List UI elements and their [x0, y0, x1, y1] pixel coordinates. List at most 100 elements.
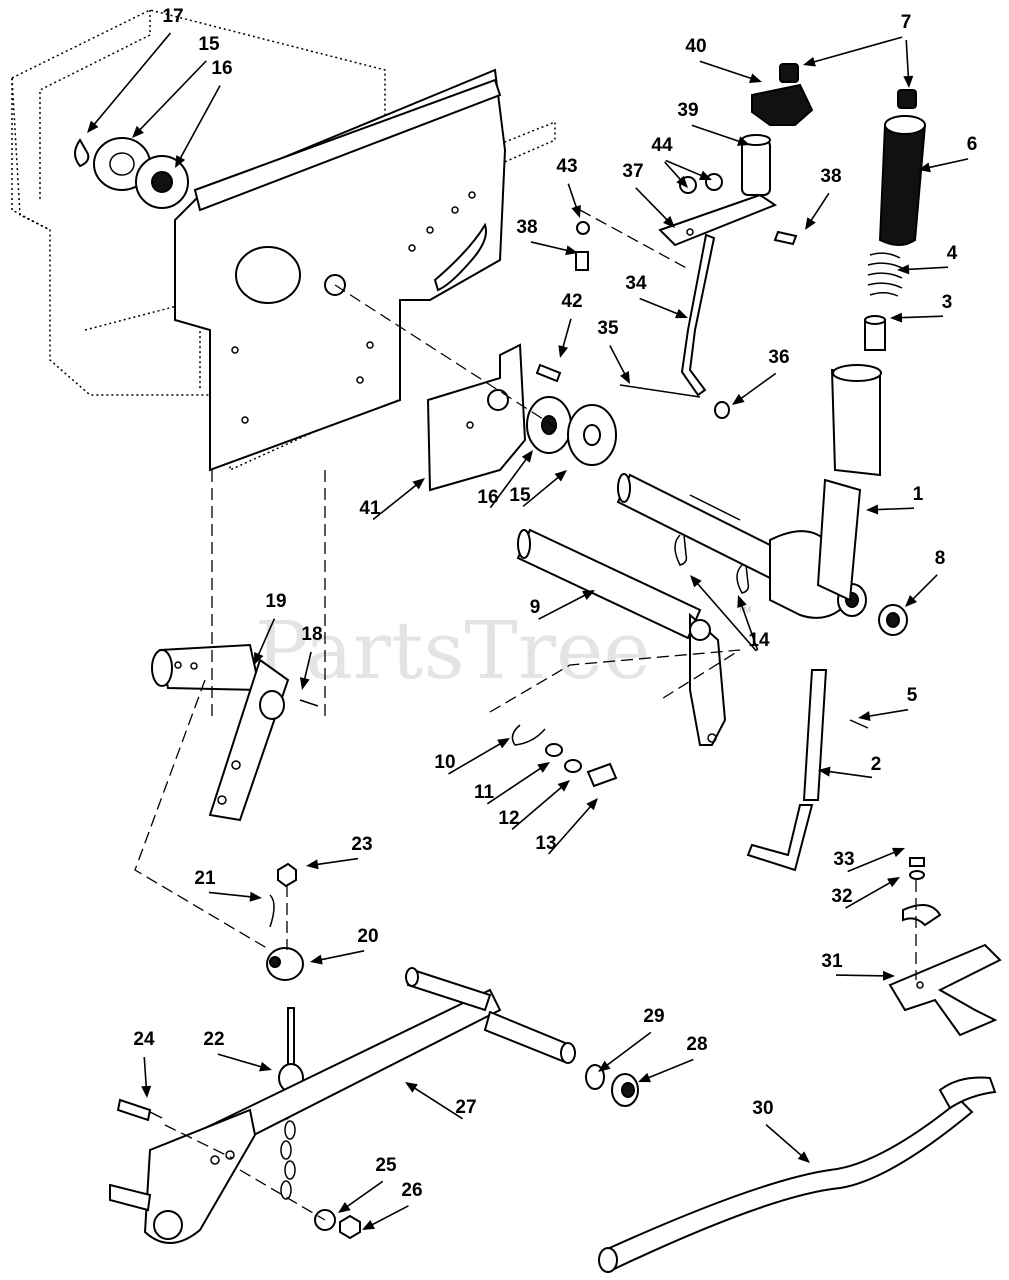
arrowhead [918, 162, 931, 173]
callout-c44b [665, 159, 712, 180]
callout-label: 12 [498, 808, 519, 829]
callout-label: 21 [194, 868, 216, 889]
leader-line [448, 740, 506, 775]
callout-label: 37 [622, 161, 643, 182]
arrowhead [737, 136, 750, 146]
callout-c13: 13 [535, 798, 598, 855]
guide-line-37 [579, 209, 691, 271]
bushing-28-29 [585, 1064, 639, 1107]
arrowhead [412, 478, 425, 490]
arrowhead [87, 120, 99, 133]
callout-c43: 43 [556, 156, 581, 218]
leader-line [489, 454, 531, 509]
arrowhead [887, 877, 900, 888]
callout-label: 20 [357, 926, 378, 947]
callout-c8: 8 [905, 548, 945, 607]
callout-c4: 4 [897, 243, 958, 275]
callout-label: 22 [203, 1029, 224, 1050]
callout-label: 32 [831, 886, 852, 907]
arrowhead [565, 245, 578, 256]
arrowhead [299, 677, 310, 690]
watermark: PartsTree [255, 604, 651, 697]
leader-line [665, 159, 707, 179]
arrowhead [737, 595, 747, 608]
callout-c38b: 38 [516, 217, 578, 256]
callout-c20: 20 [310, 926, 379, 965]
callout-c24: 24 [133, 1029, 155, 1098]
leader-line [548, 801, 595, 855]
arrowhead [675, 308, 688, 319]
leader-line [699, 60, 757, 81]
leader-line [530, 241, 573, 253]
callout-c42: 42 [558, 291, 583, 358]
callout-label: 2 [871, 754, 882, 775]
callout-label: 18 [301, 624, 322, 645]
callout-c37: 37 [622, 161, 675, 228]
guide-line-arm [134, 679, 271, 951]
callout-c17: 17 [87, 6, 184, 133]
leader-line [522, 473, 563, 508]
callout-label: 6 [967, 134, 978, 155]
arrowhead [310, 954, 323, 965]
cap-8 [878, 604, 908, 636]
callout-c39: 39 [677, 100, 750, 146]
arrowhead [892, 847, 905, 858]
leader-line [693, 578, 757, 652]
arrowhead [882, 970, 895, 981]
callout-label: 43 [556, 156, 577, 177]
leader-line [255, 618, 276, 660]
leader-line [643, 1058, 694, 1081]
callout-c16: 16 [175, 58, 233, 168]
leader-line [847, 849, 900, 873]
arrowhead [803, 56, 816, 67]
shaft-upper [616, 473, 792, 584]
arrowhead [897, 264, 910, 275]
leader-line [511, 783, 566, 831]
callout-label: 13 [535, 833, 556, 854]
callout-c38: 38 [805, 166, 842, 230]
guide-line-24 [164, 1124, 233, 1159]
arrowhead [554, 470, 567, 482]
callout-layer: 1234567891011121314151516161718192021222… [87, 6, 977, 1230]
arrowhead [558, 345, 569, 358]
callout-label: 24 [133, 1029, 155, 1050]
callout-label: 33 [833, 849, 854, 870]
leader-line [871, 507, 915, 511]
callout-c22: 22 [203, 1029, 272, 1072]
arrowhead [676, 175, 688, 188]
arrowhead [254, 652, 264, 665]
leader-line [639, 297, 683, 317]
leader-line [342, 1180, 384, 1211]
bracket-41 [426, 343, 527, 492]
callout-label: 35 [597, 318, 619, 339]
callout-label: 15 [509, 485, 531, 506]
callout-label: 16 [477, 487, 498, 508]
callout-c23: 23 [306, 834, 373, 870]
callout-label: 27 [455, 1097, 476, 1118]
leader-line [635, 187, 672, 225]
rod-2 [746, 669, 869, 872]
arrowhead [557, 780, 570, 792]
callout-c11: 11 [474, 762, 550, 805]
leader-line [835, 974, 890, 977]
callout-c15b: 15 [509, 470, 567, 508]
collar-assembly [74, 137, 189, 209]
arrowhead [638, 1072, 651, 1083]
callout-label: 28 [686, 1034, 707, 1055]
arrowhead [866, 504, 879, 515]
arrowhead [586, 798, 598, 811]
shaft-lower [516, 528, 727, 746]
callout-label: 3 [942, 292, 953, 313]
callout-c35: 35 [597, 318, 630, 384]
arrowhead [338, 1201, 351, 1213]
leader-line [905, 39, 910, 83]
callout-label: 9 [530, 597, 541, 618]
arrowhead [690, 575, 702, 588]
callout-c12: 12 [498, 780, 570, 831]
arrowhead [249, 891, 262, 902]
callout-label: 23 [351, 834, 372, 855]
callout-c21: 21 [194, 868, 262, 902]
leader-line [602, 1031, 652, 1070]
callout-c15: 15 [132, 34, 220, 138]
